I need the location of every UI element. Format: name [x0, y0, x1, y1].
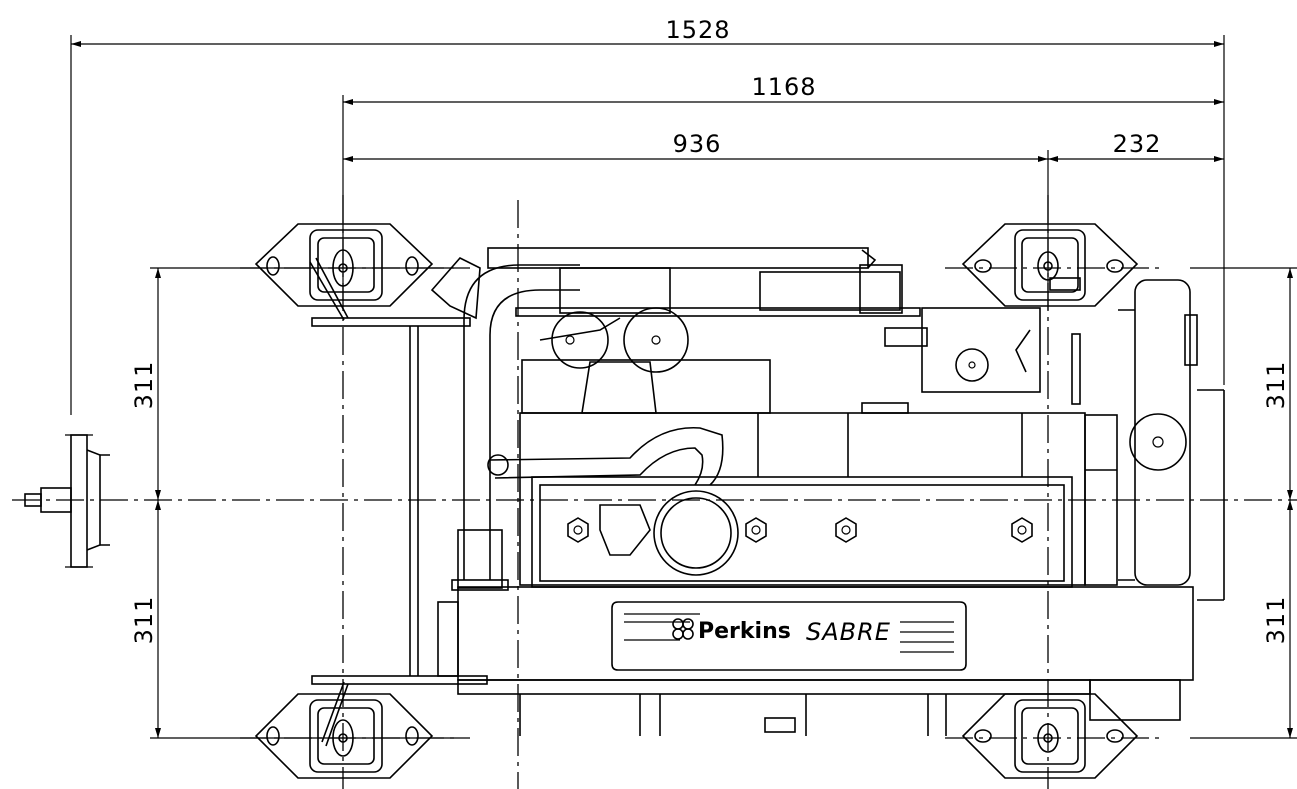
dim-left-lower-311: 311 [130, 596, 158, 645]
dim-mount-to-rear: 232 [1113, 130, 1162, 158]
badge-brand: Perkins [698, 619, 791, 644]
perkins-badge: Perkins SABRE [611, 601, 967, 671]
dim-left-upper-311: 311 [130, 361, 158, 410]
output-shaft-flange [24, 434, 110, 568]
center-lines [12, 195, 1297, 789]
perkins-logo-icon [672, 618, 694, 640]
dim-overall-length: 1528 [665, 16, 730, 44]
dim-right-lower-311: 311 [1262, 596, 1290, 645]
engine-mount-front-top [254, 223, 434, 321]
badge-model: SABRE [806, 618, 891, 646]
engine-block [311, 247, 1225, 736]
dim-mount-spacing: 936 [673, 130, 722, 158]
dim-mount-to-end: 1168 [751, 73, 816, 101]
engine-mount-rear-top [961, 223, 1139, 307]
dimension-lines [70, 35, 1297, 739]
engine-mount-front-bottom [254, 681, 434, 779]
engine-mount-rear-bottom [961, 693, 1139, 779]
dim-right-upper-311: 311 [1262, 361, 1290, 410]
